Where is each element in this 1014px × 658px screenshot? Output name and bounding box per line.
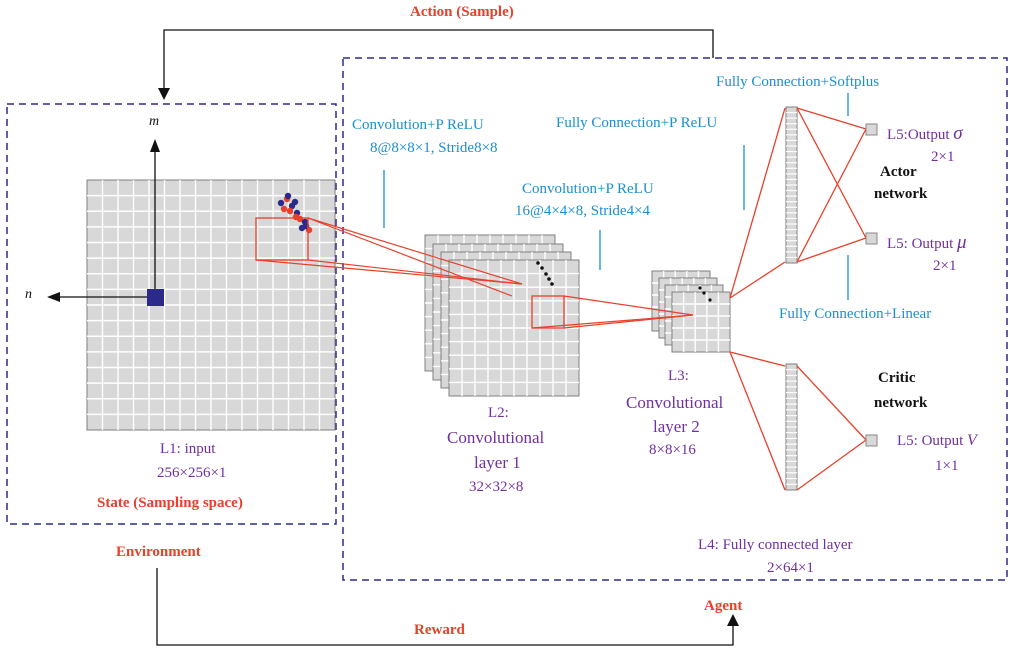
agent-label: Agent [704, 598, 743, 614]
conv1-feature-maps [424, 234, 580, 397]
sample-dot [292, 213, 300, 221]
conv2-projection-lines [531, 295, 694, 329]
l3-line3: layer 2 [653, 417, 700, 436]
conv2-map-4 [671, 291, 731, 353]
output-node-mu [865, 232, 878, 245]
v-symbol: V [967, 432, 977, 449]
conv1-op-b: 8@8×8×1, Stride8×8 [370, 140, 498, 156]
l1-name: L1: input [160, 441, 216, 457]
l2-line3: layer 1 [474, 453, 521, 472]
conv1-projection-lines [255, 217, 523, 297]
critic-network-line2: network [874, 395, 928, 411]
l3-dims: 8×8×16 [649, 442, 696, 458]
l2-dims: 32×32×8 [469, 479, 524, 495]
fc-to-output-lines [796, 107, 867, 491]
l3-name: L3: [668, 368, 689, 384]
axis-n-arrowhead [47, 292, 60, 302]
output-node-sigma [865, 123, 878, 136]
action-arrow [163, 29, 714, 94]
fc-actor-column [785, 106, 798, 264]
l5-mu-name: L5: Output μ [887, 232, 967, 253]
fc-prelu-op: Fully Connection+P ReLU [556, 115, 718, 131]
conv2-feature-maps [651, 270, 731, 353]
sample-dot [291, 198, 299, 206]
fc-linear-op: Fully Connection+Linear [779, 306, 932, 322]
l4-name: L4: Fully connected layer [698, 537, 853, 553]
sample-dot [277, 199, 285, 207]
fc-critic-column [785, 363, 798, 491]
l2-name: L2: [488, 405, 509, 421]
sample-dot [286, 207, 294, 215]
action-label: Action (Sample) [410, 4, 514, 20]
feature-dot [544, 272, 548, 276]
output-node-v [865, 434, 878, 447]
feature-dot [550, 282, 554, 286]
l5-v-name: L5: Output V [897, 432, 977, 449]
axis-m-arrowhead [150, 139, 160, 152]
feature-dot [540, 266, 544, 270]
mu-symbol: μ [957, 232, 967, 253]
l1-dims: 256×256×1 [157, 465, 227, 481]
state-label: State (Sampling space) [97, 495, 243, 511]
l5-v-dims: 1×1 [935, 458, 959, 474]
l5-sigma-dims: 2×1 [931, 149, 955, 165]
fc-softplus-op: Fully Connection+Softplus [716, 74, 880, 90]
conv2-op-b: 16@4×4×8, Stride4×4 [515, 203, 651, 219]
sample-dot [280, 205, 288, 213]
l2-line2: Convolutional [447, 428, 545, 447]
environment-box [6, 103, 337, 525]
conv2-op-a: Convolution+P ReLU [522, 181, 654, 197]
l3-to-fc-lines [729, 107, 786, 491]
feature-dot [702, 291, 706, 295]
l5-sigma-name: L5:Output σ [887, 123, 963, 144]
actor-network-line2: network [874, 186, 928, 202]
l3-line2: Convolutional [626, 393, 724, 412]
action-arrowhead [158, 88, 170, 100]
conv1-op-a: Convolution+P ReLU [352, 117, 484, 133]
feature-dot [547, 277, 551, 281]
feature-dot [698, 286, 702, 290]
sigma-symbol: σ [953, 123, 963, 144]
op-pointer-lines [383, 93, 849, 300]
reward-label: Reward [414, 622, 465, 638]
critic-network-line1: Critic [878, 370, 916, 386]
sample-cluster [277, 192, 313, 234]
receptive-field-l2 [531, 295, 565, 329]
agent-box [342, 57, 1008, 581]
actor-network-line1: Actor [880, 164, 917, 180]
receptive-field-l1 [255, 217, 309, 261]
sample-dot [284, 192, 292, 200]
environment-label: Environment [116, 544, 201, 560]
origin-cell [147, 289, 164, 306]
l4-dims: 2×64×1 [767, 560, 814, 576]
feature-dot [536, 261, 540, 265]
axis-m-label: m [149, 114, 160, 129]
fc-actor-cells [785, 106, 798, 264]
reward-arrowhead [727, 614, 739, 626]
reward-arrow [156, 568, 734, 646]
feature-dot [708, 298, 712, 302]
fc-critic-cells [785, 363, 798, 491]
axis-n-label: n [25, 287, 32, 302]
l5-mu-dims: 2×1 [933, 258, 957, 274]
